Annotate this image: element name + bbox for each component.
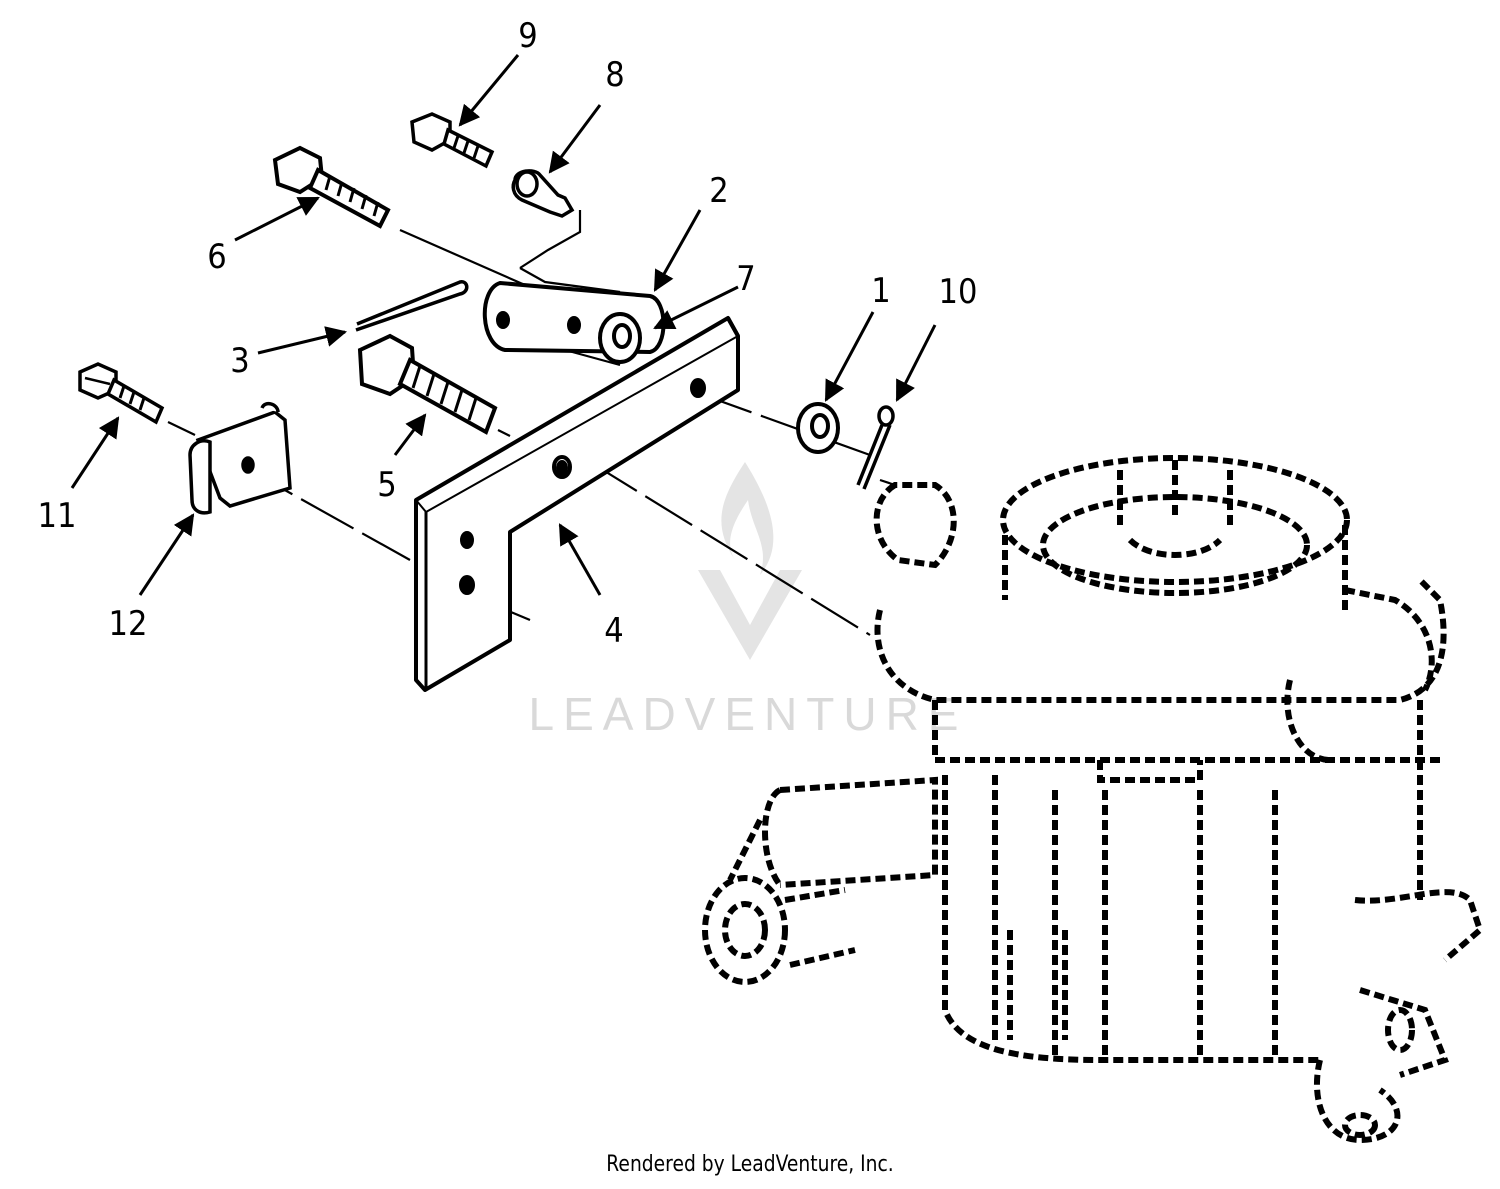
arrow-3 xyxy=(257,326,348,355)
callout-6: 6 xyxy=(207,237,226,277)
callout-5: 5 xyxy=(377,465,396,505)
arrow-7 xyxy=(653,285,739,330)
screw-9 xyxy=(410,112,495,169)
callout-11: 11 xyxy=(38,496,77,536)
watermark-logo: LEADVENTURE xyxy=(529,462,968,740)
callout-4: 4 xyxy=(604,611,623,651)
spring-clip xyxy=(355,280,469,332)
callout-3: 3 xyxy=(230,341,249,381)
callout-1: 1 xyxy=(871,271,890,311)
arrow-4 xyxy=(558,523,602,596)
carburetor-outline xyxy=(702,455,1484,1144)
bolt-5 xyxy=(357,333,498,435)
washer-7 xyxy=(598,312,642,364)
arrow-9 xyxy=(458,54,520,127)
arrow-10 xyxy=(895,324,937,402)
arrow-8 xyxy=(548,104,602,174)
callout-9: 9 xyxy=(518,16,537,56)
screw-11 xyxy=(78,362,165,425)
callout-labels: 1 2 3 4 5 6 7 8 9 10 11 12 xyxy=(38,16,978,651)
callout-12: 12 xyxy=(109,604,148,644)
mounting-bracket xyxy=(414,316,740,692)
arrow-6 xyxy=(234,196,320,242)
callout-arrows xyxy=(70,54,937,596)
arrow-12 xyxy=(138,513,195,596)
render-credit: Rendered by LeadVenture, Inc. xyxy=(606,1152,894,1177)
cotter-pin xyxy=(856,405,895,490)
bushing-8 xyxy=(511,169,575,218)
arrow-1 xyxy=(824,311,875,402)
arrow-5 xyxy=(393,413,427,456)
watermark-text: LEADVENTURE xyxy=(529,688,968,740)
arrow-11 xyxy=(70,416,120,489)
cable-clip xyxy=(188,401,292,515)
callout-7: 7 xyxy=(736,259,755,299)
alignment-lines xyxy=(167,210,896,636)
washer-1 xyxy=(796,402,840,454)
bolt-6 xyxy=(272,145,391,229)
arrow-2 xyxy=(653,209,702,292)
callout-10: 10 xyxy=(939,272,978,312)
callout-8: 8 xyxy=(605,55,624,95)
callout-2: 2 xyxy=(709,171,728,211)
